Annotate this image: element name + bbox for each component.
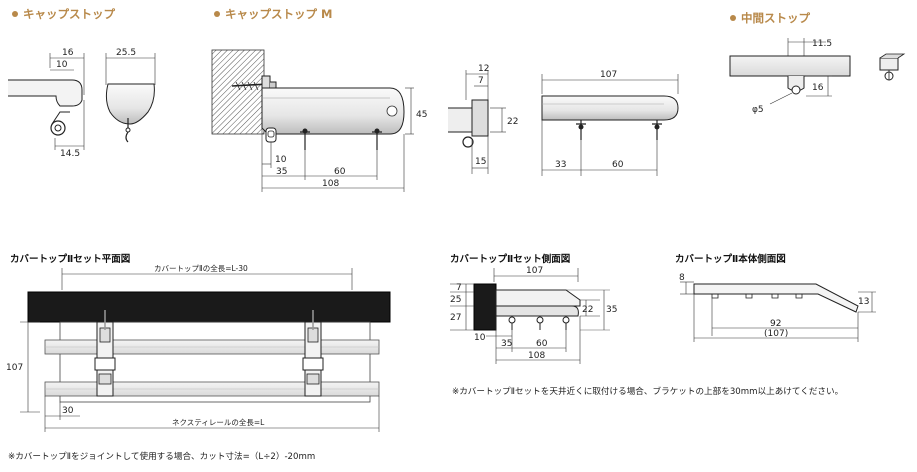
dim-p-30: 30: [62, 406, 74, 416]
dim-m-35: 35: [276, 167, 287, 177]
note-ceiling: ※カバートップⅡセットを天井近くに取付ける場合、ブラケットの上部を30mm以上あ…: [452, 387, 844, 397]
dim-e-7: 7: [478, 76, 484, 86]
dim-cs-10: 10: [56, 60, 68, 70]
bullet-icon: [12, 10, 18, 17]
dim-p-rail: ネクスティレールの全長=L: [172, 417, 265, 427]
dim-m-45: 45: [416, 110, 427, 120]
dim-cs-14-5: 14.5: [60, 149, 80, 159]
dim-s-7: 7: [456, 283, 462, 293]
dim-s-35: 35: [606, 305, 617, 315]
dim-f-107: 107: [600, 70, 617, 80]
dim-m-108: 108: [322, 179, 339, 189]
header-cap-stop: キャップストップ: [12, 6, 115, 22]
dim-cs-16: 16: [62, 48, 74, 58]
dim-s-25: 25: [450, 295, 461, 305]
dim-mid-11-5: 11.5: [812, 39, 832, 49]
dim-s-27: 27: [450, 313, 461, 323]
dim-f-33: 33: [555, 160, 566, 170]
cap-stop-drawing: 16 10 14.5 25.5: [8, 48, 156, 159]
dim-b-107p: (107): [764, 329, 788, 339]
dim-e-15: 15: [475, 157, 486, 167]
dim-cs-25-5: 25.5: [116, 48, 136, 58]
dim-p-107: 107: [6, 363, 23, 373]
dim-s-22: 22: [582, 305, 593, 315]
header-middle-stop: 中間ストップ: [730, 10, 810, 26]
header-cap-stop-label: キャップストップ: [23, 7, 115, 21]
dim-mid-phi5: φ5: [752, 105, 764, 115]
side-view-drawing: 107 7 25 27 22 35 10: [450, 266, 617, 364]
dim-s-10: 10: [474, 333, 486, 343]
cap-stop-m-drawing: 45 10 35 60 108: [211, 49, 427, 192]
header-cap-stop-m-label: キャップストップ M: [225, 7, 333, 21]
dim-b-92: 92: [770, 319, 781, 329]
section-side-title: カバートップⅡセット側面図: [450, 254, 571, 265]
dim-p-cover: カバートップⅡの全長=L-30: [154, 263, 248, 273]
dim-s-60: 60: [536, 339, 548, 349]
dim-s-35b: 35: [501, 339, 512, 349]
dim-s-108: 108: [528, 351, 545, 361]
header-middle-stop-label: 中間ストップ: [741, 11, 810, 25]
section-body-side-title: カバートップⅡ本体側面図: [675, 254, 786, 265]
header-cap-stop-m: キャップストップ M: [214, 6, 332, 22]
end-view-drawing: 12 7 22 15: [448, 64, 518, 174]
section-plan-title: カバートップⅡセット平面図: [10, 254, 131, 265]
dim-e-22: 22: [507, 117, 518, 127]
plan-view-drawing: カバートップⅡの全長=L-30 107 30 ネクスティレールの全: [6, 263, 391, 432]
dim-f-60: 60: [612, 160, 624, 170]
note-joint: ※カバートップⅡをジョイントして使用する場合、カット寸法=（L÷2）-20mm: [8, 452, 316, 462]
dim-m-10: 10: [275, 155, 287, 165]
bullet-icon: [214, 10, 220, 17]
bullet-icon: [730, 14, 736, 21]
body-side-view-drawing: 8 13 92 (107): [679, 273, 876, 342]
dim-b-13: 13: [858, 297, 869, 307]
dim-m-60: 60: [334, 167, 346, 177]
dim-s-107: 107: [526, 266, 543, 276]
middle-stop-drawing: 11.5 16 φ5: [729, 38, 906, 115]
dim-e-12: 12: [478, 64, 489, 74]
dim-mid-16: 16: [812, 83, 824, 93]
dim-b-8: 8: [679, 273, 685, 283]
front-view-drawing: 107 33 60: [541, 70, 679, 176]
